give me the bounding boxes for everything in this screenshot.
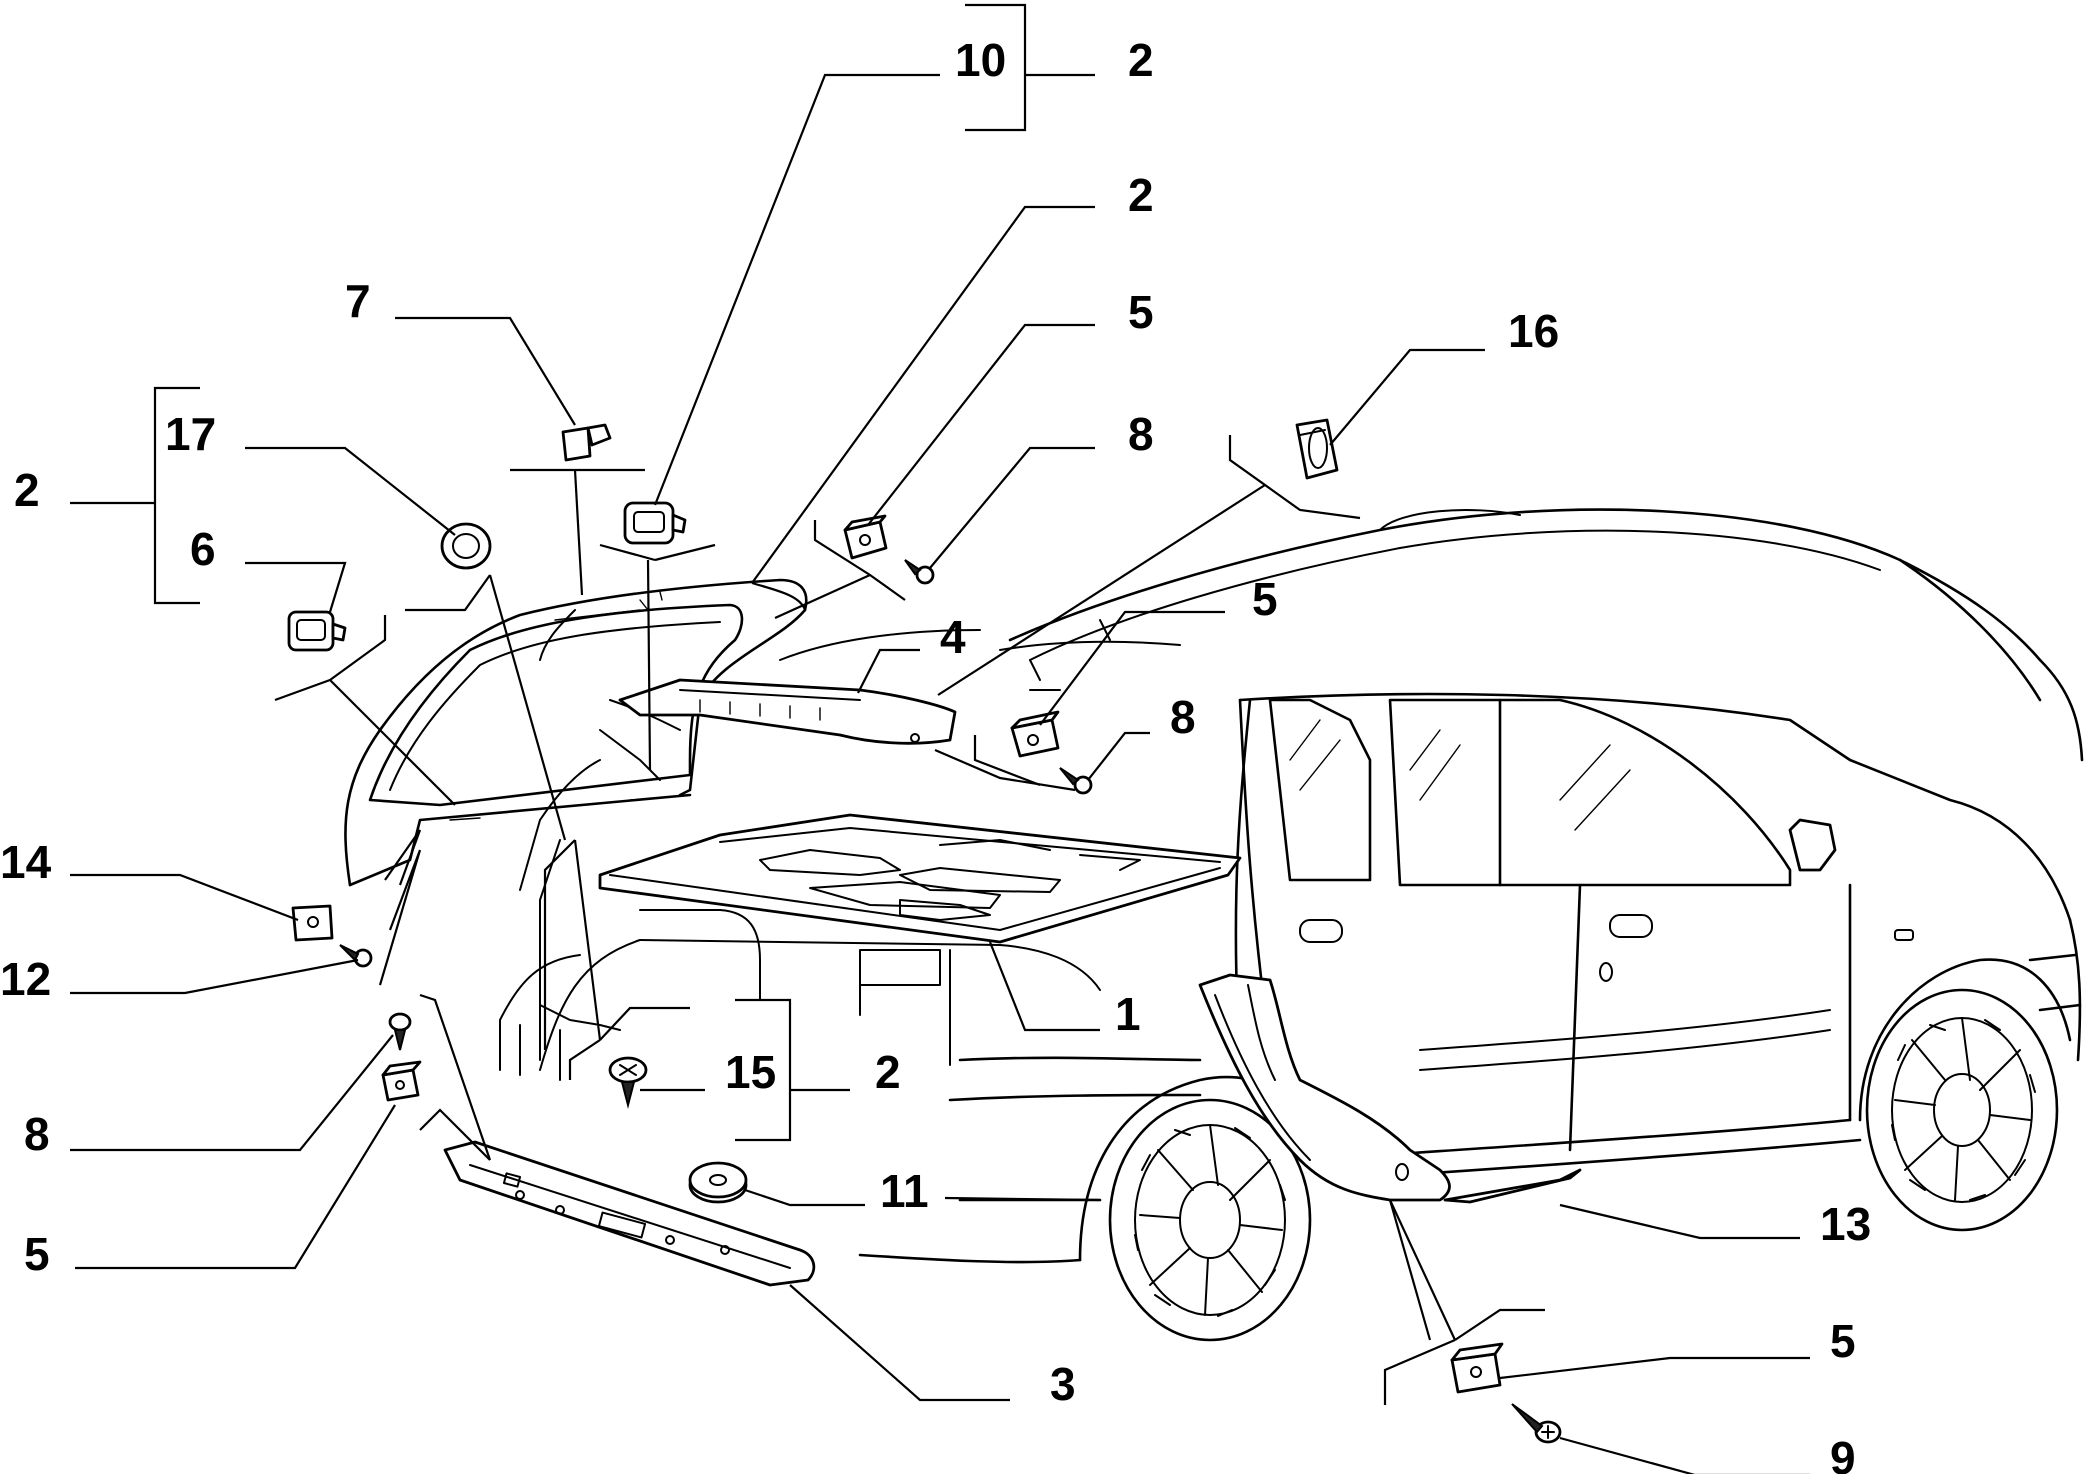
callout-4: 4 [940,611,966,663]
part-13-sill-trim [1198,973,1582,1204]
part-6-cup [287,610,347,652]
rear-wheel [1108,1098,1312,1342]
part-12-screw [339,944,373,968]
part-10-cup [623,501,687,545]
callout-14: 14 [0,836,52,888]
part-8-screw-top [904,559,935,585]
part-8-screw-left [388,1012,412,1051]
callout-16: 16 [1508,305,1559,357]
callout-2: 2 [1128,34,1154,86]
callout-15: 15 [725,1046,776,1098]
callout-13: 13 [1820,1198,1871,1250]
part-1-parcel-shelf [598,813,1242,944]
part-3-lower-trim [443,1140,816,1287]
part-4-upper-trim [618,678,957,745]
callout-2: 2 [875,1046,901,1098]
part-9-screw [1511,1403,1562,1444]
part-5-clip-left [381,1060,422,1102]
part-5-clip-bottom [1450,1342,1504,1394]
callout-10: 10 [955,34,1006,86]
callout-5: 5 [1830,1315,1856,1367]
callout-3: 3 [1050,1358,1076,1410]
callout-2: 2 [1128,169,1154,221]
callout-11: 11 [880,1165,929,1217]
front-wheel [1865,988,2059,1232]
part-16-cover [1295,418,1339,480]
part-7-clip [561,423,612,462]
callout-5: 5 [24,1228,50,1280]
callout-2: 2 [14,464,40,516]
callout-8: 8 [24,1108,50,1160]
callout-5: 5 [1252,573,1278,625]
callout-17: 17 [165,408,216,460]
callout-8: 8 [1128,408,1154,460]
part-11-washer [688,1161,748,1204]
callout-1: 1 [1115,988,1141,1040]
callout-6: 6 [190,523,216,575]
leader-lines [70,3,1810,1474]
part-5-clip-right [1010,710,1060,758]
part-15-pin [608,1056,648,1109]
part-5-clip-top [843,514,888,560]
callout-12: 12 [0,953,51,1005]
callout-labels: 10 2 2 7 5 17 2 8 16 6 5 4 8 14 12 1 15 … [0,34,1871,1474]
callout-5: 5 [1128,286,1154,338]
callout-9: 9 [1830,1432,1856,1474]
callout-7: 7 [345,275,371,327]
callout-8: 8 [1170,691,1196,743]
part-8-screw-right [1059,767,1093,795]
part-14-clip [291,904,334,942]
car-body [499,508,2084,1342]
